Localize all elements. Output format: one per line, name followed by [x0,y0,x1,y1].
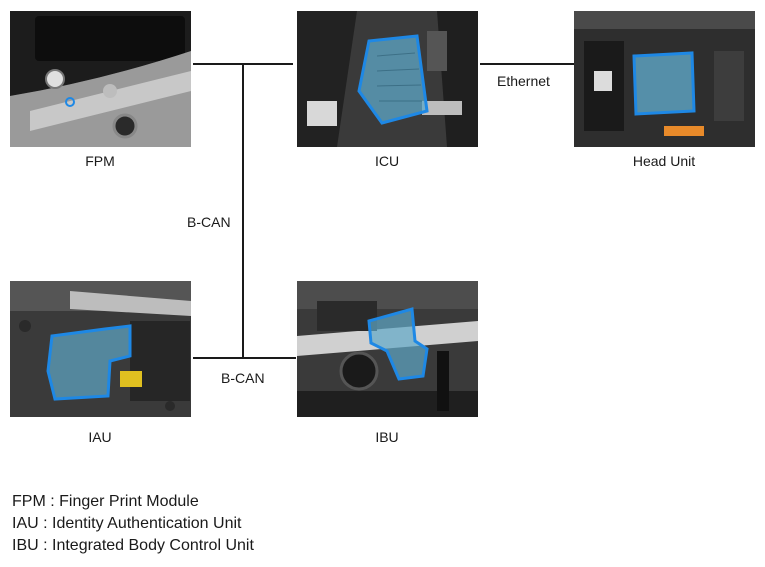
head-unit-photo [574,11,755,147]
ethernet-label: Ethernet [497,73,550,89]
legend-item-iau: IAU : Identity Authentication Unit [12,515,242,532]
legend-item-fpm: FPM : Finger Print Module [12,493,199,510]
icu-photo [297,11,478,147]
b-can-iau-ibu-label: B-CAN [221,370,265,386]
line-vertical-bus [242,63,244,359]
abbreviation-legend: FPM : Finger Print Module IAU : Identity… [12,491,254,557]
fpm-photo [10,11,191,147]
b-can-bus-label: B-CAN [187,214,231,230]
line-icu-head-unit [480,63,574,65]
line-iau-ibu [193,357,296,359]
legend-item-ibu: IBU : Integrated Body Control Unit [12,537,254,554]
ibu-caption: IBU [375,429,399,445]
ibu-photo [297,281,478,417]
icu-caption: ICU [374,153,400,169]
fpm-caption: FPM [85,153,115,169]
iau-photo [10,281,191,417]
iau-caption: IAU [88,429,112,445]
head-unit-caption: Head Unit [632,153,696,169]
